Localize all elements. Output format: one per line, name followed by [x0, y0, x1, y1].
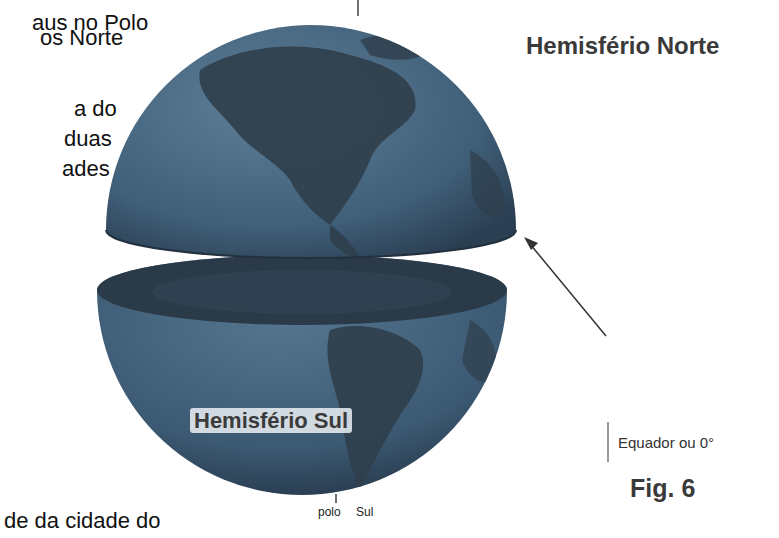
pole-tick [357, 0, 359, 16]
pole-label: Sul [356, 506, 373, 520]
figure-number: Fig. 6 [630, 474, 695, 503]
equator-label: Equador ou 0° [618, 434, 714, 451]
southern-hemisphere [97, 255, 507, 495]
hemisphere-label: Hemisfério Sul [190, 408, 352, 433]
body-text-fragment: de da cidade do [4, 508, 161, 533]
body-text-fragment: os Norte [40, 25, 123, 50]
body-text-fragment: ades [62, 156, 110, 181]
body-text-fragment: a do [74, 96, 117, 121]
body-text-fragment: duas [64, 126, 112, 151]
pole-tick [335, 494, 337, 503]
pole-label: polo [318, 506, 341, 520]
northern-hemisphere [106, 25, 516, 258]
hemisphere-label: Hemisfério Norte [526, 32, 719, 60]
equator-pointer [524, 237, 608, 462]
